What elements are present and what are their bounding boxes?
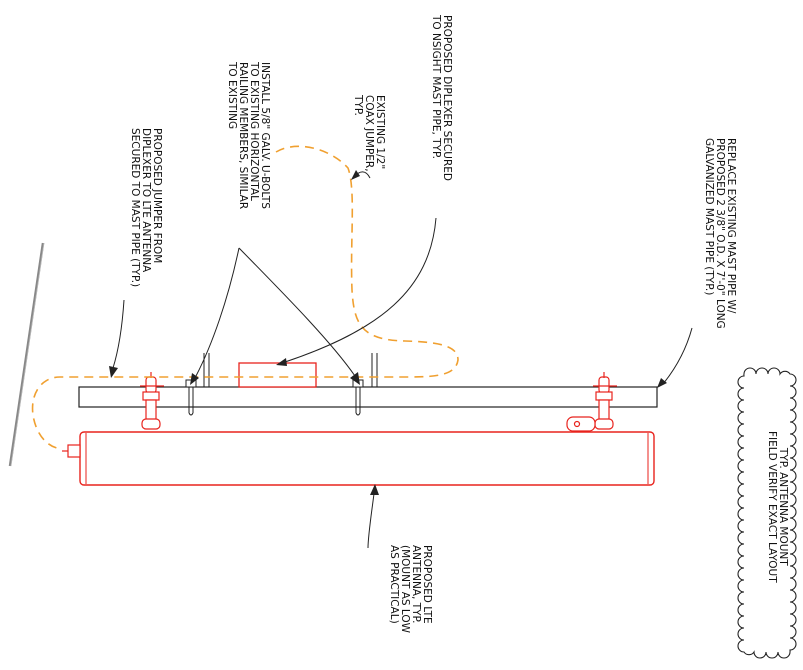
revision-cloud bbox=[737, 367, 797, 659]
railing-member bbox=[8, 242, 45, 467]
lte-antenna bbox=[79, 431, 655, 486]
note-mast: REPLACE EXISTING MAST PIPE W/ PROPOSED 2… bbox=[703, 138, 737, 329]
leader-lines bbox=[112, 171, 693, 549]
note-coax: EXISTING 1/2" COAX JUMPER, TYP. bbox=[352, 95, 386, 172]
note-diplexer: PROPOSED DIPLEXER SECURED TO NSIGHT MAST… bbox=[430, 15, 453, 182]
diplexer bbox=[238, 362, 317, 388]
railing-member-inner bbox=[10, 242, 45, 467]
antenna-bracket-right bbox=[566, 372, 617, 432]
note-jumper: PROPOSED JUMPER FROM DIPLEXER TO LTE ANT… bbox=[129, 128, 163, 288]
cloud-label: TYP. ANTENNA MOUNT FIELD VERIFY EXACT LA… bbox=[766, 431, 789, 583]
mast-pipe bbox=[78, 386, 658, 408]
note-ubolts: INSTALL 5/8" GALV. U-BOLTS TO EXISTING H… bbox=[226, 62, 271, 210]
arrowheads[interactable] bbox=[109, 170, 667, 495]
coax-jumper bbox=[31, 145, 459, 450]
note-antenna: PROPOSED LTE ANTENNA, TYP. (MOUNT AS LOW… bbox=[388, 545, 433, 634]
antenna-connector bbox=[67, 444, 81, 458]
